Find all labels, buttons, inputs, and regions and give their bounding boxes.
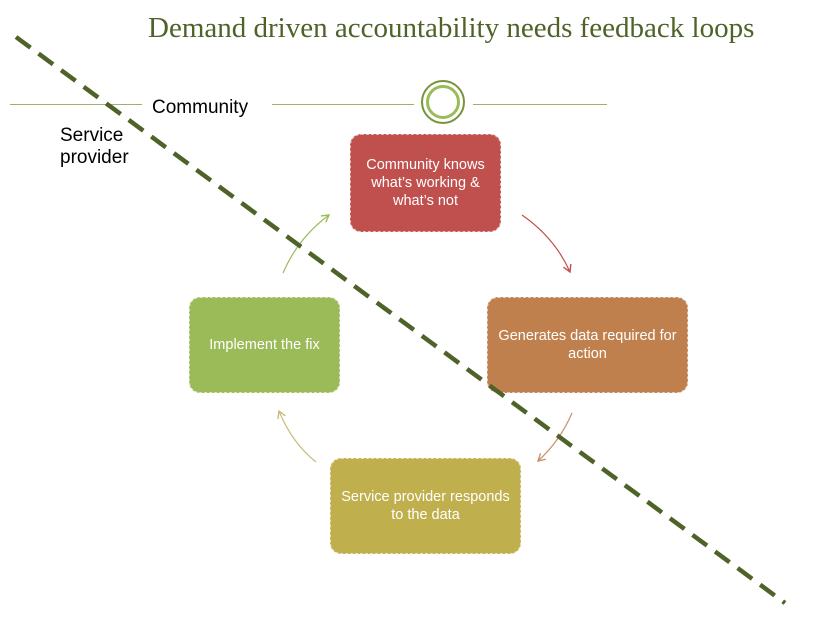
step-implement-fix: Implement the fix [189,297,340,393]
dashed-divider-line [14,35,787,605]
arrow-to-provider-responds [536,412,573,462]
diagram-title: Demand driven accountability needs feedb… [148,12,755,44]
divider-left [10,104,142,105]
circle-icon [421,80,465,124]
divider-middle [272,104,414,105]
arrow-to-community-knows [282,214,331,274]
step-generates-data: Generates data required for action [487,297,688,393]
arrow-to-implement-fix [277,409,317,463]
arrow-to-generates-data [521,214,572,274]
step-provider-responds: Service provider responds to the data [330,458,521,554]
community-label: Community [152,97,249,118]
service-provider-label: Service provider [60,125,129,168]
step-community-knows: Community knows what’s working & what’s … [350,134,501,232]
divider-right [473,104,607,105]
